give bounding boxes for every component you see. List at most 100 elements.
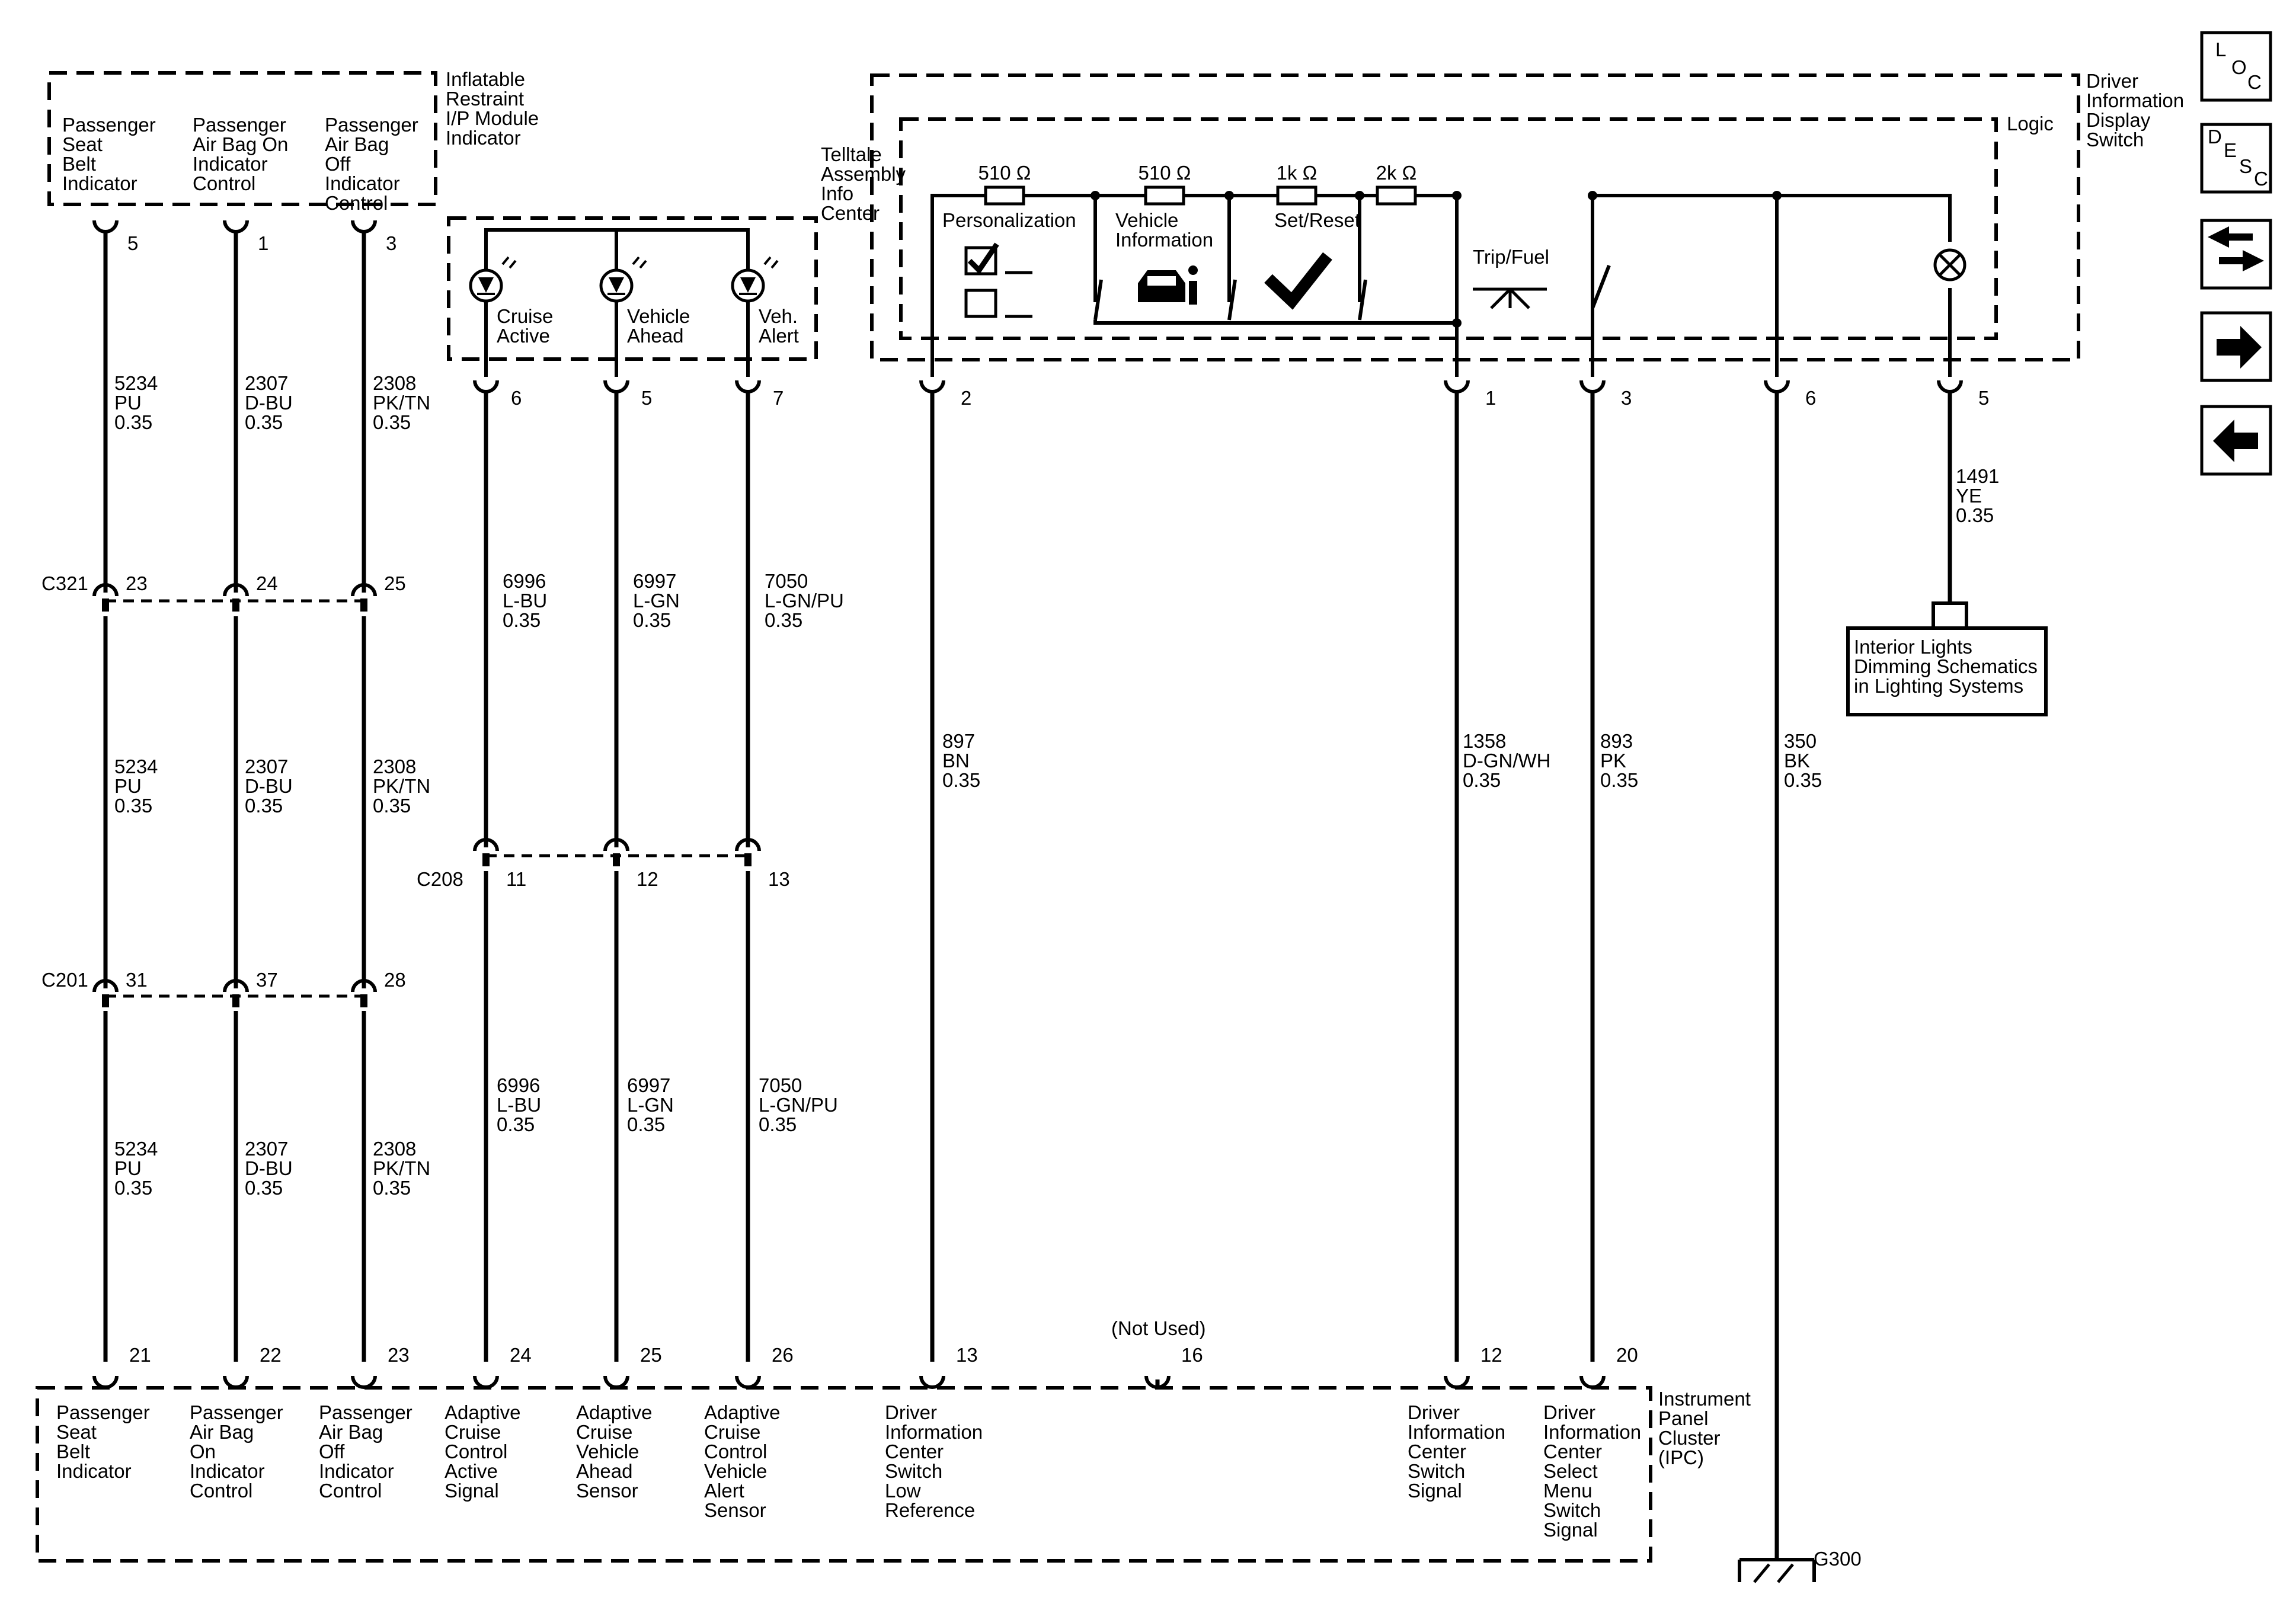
airbag-module-box bbox=[47, 71, 437, 206]
ipc-label-8-line-3: Center bbox=[1408, 1441, 1466, 1462]
empty-checkbox-icon bbox=[964, 289, 997, 318]
desc-letter-c: C bbox=[2254, 168, 2268, 190]
dids-pin-5: 5 bbox=[1978, 387, 1989, 409]
led-rays-1 bbox=[501, 256, 517, 269]
airbag-label-3-line-3: Off bbox=[325, 153, 351, 175]
telltale-wire-label-lower-1-line-3: 0.35 bbox=[497, 1113, 535, 1135]
wire-label-lower-1-line-2: PU bbox=[114, 1157, 142, 1179]
ipc-pin-socket-1 bbox=[92, 1375, 119, 1389]
wire-label-middle-2-line-1: 2307 bbox=[245, 756, 288, 777]
dids-wire-label-3-line-3: 0.35 bbox=[1600, 769, 1638, 791]
airbag-pin-2: 1 bbox=[258, 232, 268, 254]
not-used-label: (Not Used) bbox=[1111, 1317, 1206, 1339]
telltale-pin-3: 7 bbox=[773, 387, 784, 409]
airbag-title-line-3: I/P Module bbox=[446, 107, 539, 129]
wire-label-middle-1-line-1: 5234 bbox=[114, 756, 158, 777]
airbag-label-2-line-3: Indicator bbox=[193, 153, 268, 175]
checkmark-small-icon bbox=[967, 242, 999, 275]
ipc-label-6-line-4: Vehicle bbox=[704, 1460, 767, 1482]
ipc-label-6-line-2: Cruise bbox=[704, 1421, 760, 1443]
ipc-pin-5: 25 bbox=[640, 1344, 662, 1366]
c208-pin-number-1: 11 bbox=[506, 868, 526, 890]
dids-pin-socket-5 bbox=[1937, 380, 1963, 393]
wire-label-lower-2-line-2: D-BU bbox=[245, 1157, 293, 1179]
switch-contact-3 bbox=[1358, 279, 1367, 321]
ipc-label-8-line-2: Information bbox=[1408, 1421, 1505, 1443]
desc-letter-d: D bbox=[2208, 126, 2222, 148]
resistor-3 bbox=[1276, 185, 1318, 206]
info-icon-dot bbox=[1188, 265, 1198, 275]
airbag-label-2-line-1: Passenger bbox=[193, 114, 286, 136]
c208-label: C208 bbox=[417, 868, 463, 890]
airbag-pin-socket-2 bbox=[223, 220, 249, 233]
ipc-label-9-line-1: Driver bbox=[1543, 1401, 1595, 1423]
ipc-label-3-line-2: Air Bag bbox=[319, 1421, 383, 1443]
ipc-label-9-line-5: Menu bbox=[1543, 1480, 1593, 1502]
c201-pin-1-male bbox=[102, 994, 109, 1007]
c208-pin-3-female bbox=[735, 838, 761, 852]
set-reset-check-icon bbox=[1264, 252, 1332, 310]
airbag-label-1-line-3: Belt bbox=[62, 153, 96, 175]
junction-node-1 bbox=[1091, 191, 1100, 200]
c321-pin-2-male bbox=[232, 598, 239, 612]
ipc-label-9-line-6: Switch bbox=[1543, 1499, 1601, 1521]
ipc-label-4-line-5: Signal bbox=[445, 1480, 499, 1502]
ipc-label-5-line-2: Cruise bbox=[576, 1421, 632, 1443]
c321-pin-number-3: 25 bbox=[384, 572, 406, 594]
resistor-4 bbox=[1376, 185, 1417, 206]
ipc-label-8-line-5: Signal bbox=[1408, 1480, 1462, 1502]
junction-node-4 bbox=[1452, 191, 1462, 200]
ipc-label-3-line-4: Indicator bbox=[319, 1460, 394, 1482]
ipc-pin-4: 24 bbox=[510, 1344, 532, 1366]
c201-pin-number-2: 37 bbox=[256, 969, 278, 991]
ipc-pin-socket-6 bbox=[735, 1375, 761, 1389]
resistor-value-2: 510 Ω bbox=[1139, 162, 1191, 184]
info-icon-stem bbox=[1189, 281, 1197, 305]
ipc-pin-7: 13 bbox=[956, 1344, 978, 1366]
dids-wire-label-2-line-1: 1358 bbox=[1463, 730, 1506, 752]
telltale-pin-socket-1 bbox=[473, 380, 499, 393]
ipc-pin-1: 21 bbox=[129, 1344, 151, 1366]
airbag-label-3-line-2: Air Bag bbox=[325, 133, 389, 155]
c201-pin-3-female bbox=[351, 979, 377, 993]
airbag-label-2-line-4: Control bbox=[193, 172, 255, 194]
airbag-label-1-line-4: Indicator bbox=[62, 172, 137, 194]
ipc-label-6-line-5: Alert bbox=[704, 1480, 744, 1502]
ipc-label-5-line-5: Sensor bbox=[576, 1480, 638, 1502]
airbag-pin-3: 3 bbox=[386, 232, 396, 254]
ipc-label-4-line-4: Active bbox=[445, 1460, 498, 1482]
c321-pin-3-female bbox=[351, 583, 377, 597]
ipc-pin-9: 12 bbox=[1480, 1344, 1502, 1366]
ipc-pin-socket-9 bbox=[1444, 1375, 1470, 1389]
ipc-pin-socket-4 bbox=[473, 1375, 499, 1389]
desc-button[interactable] bbox=[2200, 123, 2272, 194]
airbag-title-line-4: Indicator bbox=[446, 127, 521, 149]
c208-pin-1-female bbox=[473, 838, 499, 852]
wire-label-upper-1-line-2: PU bbox=[114, 392, 142, 414]
tools-button[interactable] bbox=[2200, 219, 2272, 290]
c201-pin-number-3: 28 bbox=[384, 969, 406, 991]
airbag-label-2-line-2: Air Bag On bbox=[193, 133, 288, 155]
dids-wire-label-1-line-1: 897 bbox=[942, 730, 975, 752]
g300-label: G300 bbox=[1814, 1548, 1862, 1570]
resistor-2 bbox=[1144, 185, 1185, 206]
wire-label-upper-3-line-1: 2308 bbox=[373, 372, 416, 394]
telltale-pin-socket-2 bbox=[603, 380, 629, 393]
wire-label-middle-3-line-2: PK/TN bbox=[373, 775, 430, 797]
ipc-label-7-line-3: Center bbox=[885, 1441, 944, 1462]
wire-label-lower-2-line-1: 2307 bbox=[245, 1138, 288, 1160]
ipc-label-3-line-5: Control bbox=[319, 1480, 382, 1502]
ipc-pin-socket-5 bbox=[603, 1375, 629, 1389]
dids-lamp-icon bbox=[1933, 248, 1966, 281]
ipc-label-4-line-3: Control bbox=[445, 1441, 507, 1462]
dids-wire-label-1-line-3: 0.35 bbox=[942, 769, 980, 791]
loc-button[interactable] bbox=[2200, 31, 2272, 102]
ipc-title-line-4: (IPC) bbox=[1658, 1446, 1704, 1468]
ipc-pin-6: 26 bbox=[772, 1344, 794, 1366]
wire-label-upper-2-line-1: 2307 bbox=[245, 372, 288, 394]
c208-pin-2-female bbox=[603, 838, 629, 852]
interior-lights-text-line-2: Dimming Schematics bbox=[1854, 655, 2038, 677]
dids-pin-socket-4 bbox=[1764, 380, 1790, 393]
telltale-label-3-line-1: Veh. bbox=[759, 305, 798, 327]
